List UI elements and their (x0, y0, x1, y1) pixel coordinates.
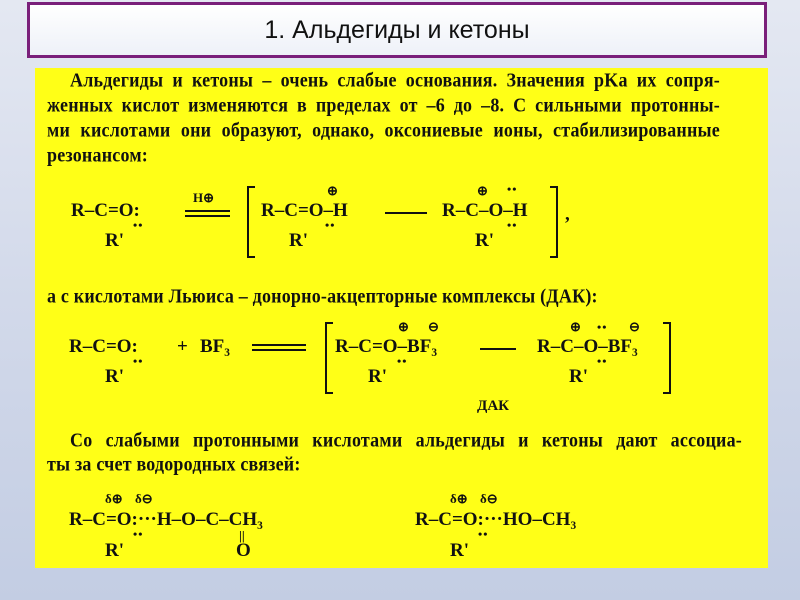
para1-line: Альдегиды и кетоны – очень слабые основа… (70, 68, 720, 92)
para1-line: женных кислот изменяются в пределах от –… (47, 93, 720, 117)
slide-title-box: 1. Альдегиды и кетоны (27, 2, 767, 58)
substituent: R' (289, 230, 308, 251)
partial-plus: δ⊕ (450, 491, 468, 506)
charge-plus: ⊕ (327, 183, 338, 198)
para2-line: а с кислотами Льюиса – донорно-акцепторн… (47, 284, 598, 308)
charge-plus: ⊕ (570, 319, 581, 334)
substituent: R' (105, 366, 124, 387)
lone-pair: •• (325, 218, 336, 232)
charge-minus: ⊖ (428, 319, 439, 334)
para3-line: ты за счет водородных связей: (47, 452, 301, 476)
partial-minus: δ⊖ (480, 491, 498, 506)
slide-title: 1. Альдегиды и кетоны (264, 15, 530, 44)
bracket-left (325, 322, 333, 394)
partial-minus: δ⊖ (135, 491, 153, 506)
resonance-form-a: R–C=O–BF₃ (335, 336, 438, 357)
partial-plus: δ⊕ (105, 491, 123, 506)
bracket-right (663, 322, 671, 394)
bracket-left (247, 186, 255, 258)
lone-pair: •• (507, 218, 518, 232)
resonance-form-b: R–C–O–H (442, 200, 528, 221)
substituent: R' (475, 230, 494, 251)
content-panel: Альдегиды и кетоны – очень слабые основа… (35, 68, 768, 568)
proton-reagent: H⊕ (193, 190, 215, 205)
substituent: R' (368, 366, 387, 387)
lone-pair: •• (133, 354, 144, 368)
lone-pair: •• (507, 182, 518, 196)
resonance-arrow (385, 212, 427, 214)
lone-pair: •• (397, 354, 408, 368)
resonance-form-a: R–C=O–H (261, 200, 348, 221)
charge-minus: ⊖ (629, 319, 640, 334)
association-formula: R–C=O:···H–O–C–CH₃ (69, 509, 263, 530)
bracket-right (550, 186, 558, 258)
comma: , (565, 204, 570, 225)
para1-line: ми кислотами они образуют, однако, оксон… (47, 118, 720, 142)
charge-plus: ⊕ (477, 183, 488, 198)
association-formula: R–C=O:···HO–CH₃ (415, 509, 577, 530)
lone-pair: •• (133, 218, 144, 232)
reactant-formula: R–C=O: (69, 336, 138, 357)
para1-line: резонансом: (47, 143, 148, 167)
substituent: R' (569, 366, 588, 387)
resonance-form-b: R–C–O–BF₃ (537, 336, 638, 357)
charge-plus: ⊕ (398, 319, 409, 334)
reactant-formula: R–C=O: (71, 200, 140, 221)
substituent: R' (105, 230, 124, 251)
resonance-arrow (480, 348, 516, 350)
carbonyl-oxygen: O (236, 540, 251, 561)
lone-pair: •• (597, 320, 608, 334)
para3-line: Со слабыми протонными кислотами альдегид… (70, 428, 742, 452)
lone-pair: •• (478, 527, 489, 541)
plus-sign: + (177, 336, 188, 357)
double-bond: || (239, 528, 245, 543)
bf3-reagent: BF₃ (200, 336, 230, 357)
substituent: R' (450, 540, 469, 561)
lone-pair: •• (597, 354, 608, 368)
dak-label: ДАК (477, 398, 510, 414)
substituent: R' (105, 540, 124, 561)
lone-pair: •• (133, 527, 144, 541)
